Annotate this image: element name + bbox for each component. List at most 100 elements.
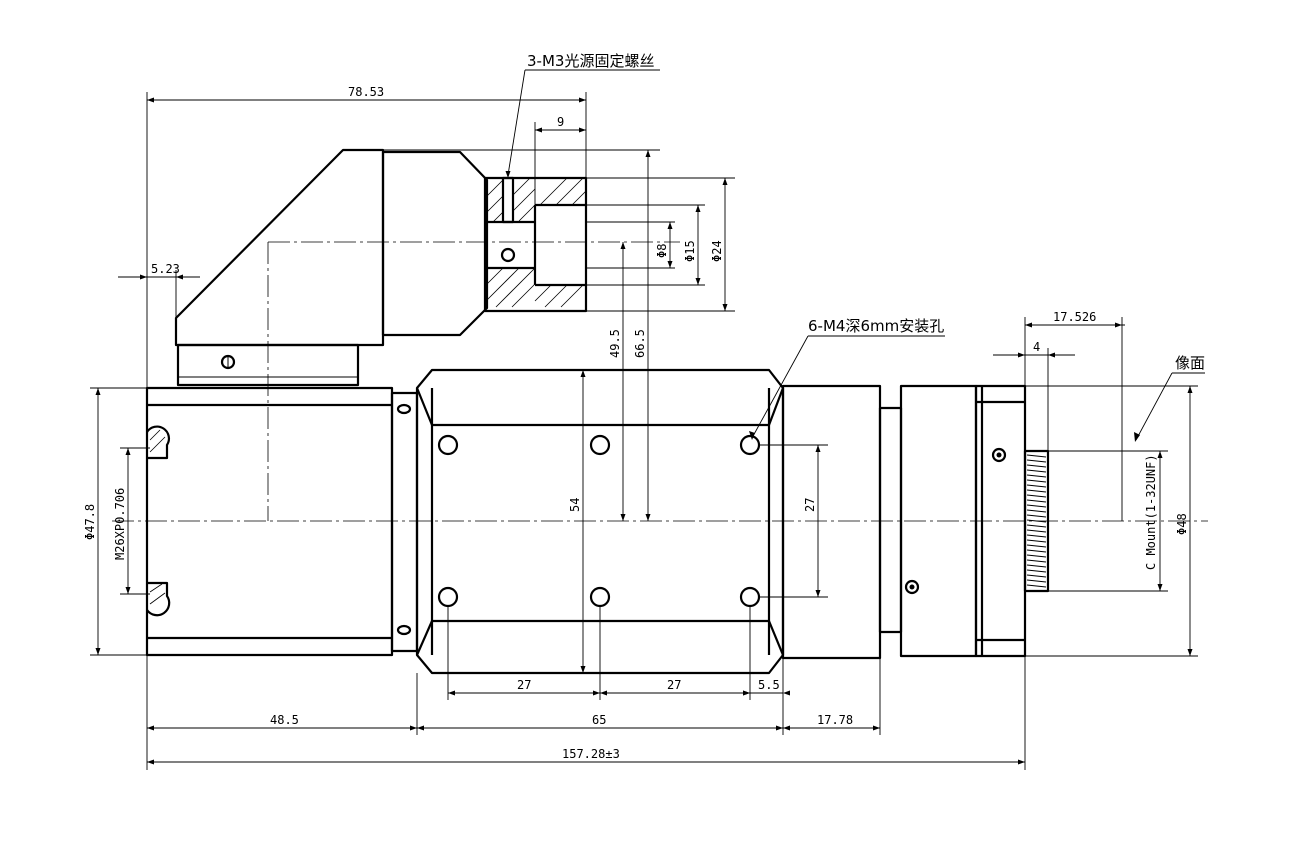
thread-line <box>1026 504 1047 508</box>
dim-dia-24: Φ24 <box>710 240 724 262</box>
dim-edge-5-5: 5.5 <box>758 678 780 692</box>
dimension-arrowhead <box>1187 386 1193 393</box>
dimension-arrowhead <box>815 590 821 597</box>
dimension-arrowhead <box>176 274 183 280</box>
dimension-arrowhead <box>147 725 154 731</box>
dim-dia-47-8: Φ47.8 <box>83 504 97 540</box>
dim-hole-pitch-27-b: 27 <box>667 678 681 692</box>
light-source-tube <box>381 150 588 337</box>
dimension-arrowhead <box>579 127 586 133</box>
dimension-arrowhead <box>695 278 701 285</box>
dimension-arrowhead <box>645 514 651 521</box>
dimension-arrows <box>95 97 1193 765</box>
dimension-arrowhead <box>776 725 783 731</box>
dim-screw-offset: 9 <box>557 115 564 129</box>
annotations: 3-M3光源固定螺丝 6-M4深6mm安装孔 像面 78.53 9 5.23 Φ… <box>83 52 1205 761</box>
dimension-arrowhead <box>667 261 673 268</box>
dimension-arrowhead <box>1018 352 1025 358</box>
leader-arrowhead <box>749 431 755 440</box>
thread-line <box>1026 474 1047 478</box>
dim-length-48-5: 48.5 <box>270 713 299 727</box>
thread-line <box>1026 559 1047 563</box>
dimension-arrowhead <box>645 150 651 157</box>
dimension-arrowhead <box>448 690 455 696</box>
dimension-arrowhead <box>815 445 821 452</box>
dim-dia-15: Φ15 <box>683 240 697 262</box>
dimension-arrowhead <box>600 690 607 696</box>
thread-line <box>1026 549 1047 553</box>
thread-line <box>1026 454 1047 458</box>
dim-hole-pitch-27-a: 27 <box>517 678 531 692</box>
dim-hole-pitch-27-vertical: 27 <box>803 498 817 512</box>
connector-ring <box>390 391 419 653</box>
dimension-arrowhead <box>505 171 511 178</box>
dimension-arrowhead <box>1157 451 1163 458</box>
dim-length-17-78: 17.78 <box>817 713 853 727</box>
thread-line <box>1026 544 1047 548</box>
dimension-arrowhead <box>722 178 728 185</box>
dimension-arrowhead <box>410 725 417 731</box>
thread-line <box>1026 469 1047 473</box>
dimension-arrowhead <box>417 725 424 731</box>
dimension-arrowhead <box>620 514 626 521</box>
note-light-source-screws: 3-M3光源固定螺丝 <box>527 52 654 70</box>
thread-line <box>1026 464 1047 468</box>
dimension-arrowhead <box>125 448 131 455</box>
dimension-arrowhead <box>873 725 880 731</box>
thread-line <box>1026 554 1047 558</box>
left-body <box>145 386 394 657</box>
dimension-arrowhead <box>1157 584 1163 591</box>
dimension-arrowhead <box>147 97 154 103</box>
dimension-arrowhead <box>1115 322 1122 328</box>
dimension-arrowhead <box>783 725 790 731</box>
thread-line <box>1026 564 1047 568</box>
thread-line <box>1026 574 1047 578</box>
dimension-arrowhead <box>579 97 586 103</box>
dim-total-length: 157.28±3 <box>562 747 620 761</box>
dimension-arrowhead <box>695 205 701 212</box>
thread-line <box>1026 499 1047 503</box>
dimension-arrowhead <box>580 370 586 377</box>
dimension-arrowhead <box>593 690 600 696</box>
dimension-arrowhead <box>580 666 586 673</box>
dimension-arrowhead <box>1187 649 1193 656</box>
thread-line <box>1026 489 1047 493</box>
thread-line <box>1026 524 1047 528</box>
dimension-arrowhead <box>147 759 154 765</box>
central-block <box>415 368 785 675</box>
dim-height-66-5: 66.5 <box>633 329 647 358</box>
thread-line <box>1026 484 1047 488</box>
dim-height-54: 54 <box>568 498 582 512</box>
thread-line <box>1026 534 1047 538</box>
dimension-arrowhead <box>535 127 542 133</box>
set-screw <box>991 447 1007 463</box>
dim-length-65: 65 <box>592 713 606 727</box>
dimension-arrowhead <box>667 222 673 229</box>
dimension-lines <box>90 69 1205 770</box>
set-screw <box>904 579 920 595</box>
dimension-arrowhead <box>743 690 750 696</box>
note-image-plane: 像面 <box>1175 354 1205 372</box>
dim-dia-8: Φ8 <box>655 244 669 258</box>
leader-arrowhead <box>1134 432 1140 442</box>
dim-left-offset: 5.23 <box>151 262 180 276</box>
thread-line <box>1026 569 1047 573</box>
thread-line <box>1026 584 1047 588</box>
dim-top-width: 78.53 <box>348 85 384 99</box>
thread-line <box>1026 539 1047 543</box>
dimension-arrowhead <box>95 388 101 395</box>
thread-line <box>1026 579 1047 583</box>
dimension-arrowhead <box>95 648 101 655</box>
mounting-holes <box>437 434 761 608</box>
dimension-arrowhead <box>125 587 131 594</box>
dim-c-mount: C Mount(1-32UNF) <box>1144 454 1158 570</box>
dim-flange-4: 4 <box>1033 340 1040 354</box>
thread-line <box>1026 529 1047 533</box>
thread-line <box>1026 514 1047 518</box>
dim-height-49-5: 49.5 <box>608 329 622 358</box>
dimension-arrowhead <box>140 274 147 280</box>
right-barrel <box>781 384 1050 660</box>
dimension-arrowhead <box>620 242 626 249</box>
screw-hole <box>500 247 516 263</box>
